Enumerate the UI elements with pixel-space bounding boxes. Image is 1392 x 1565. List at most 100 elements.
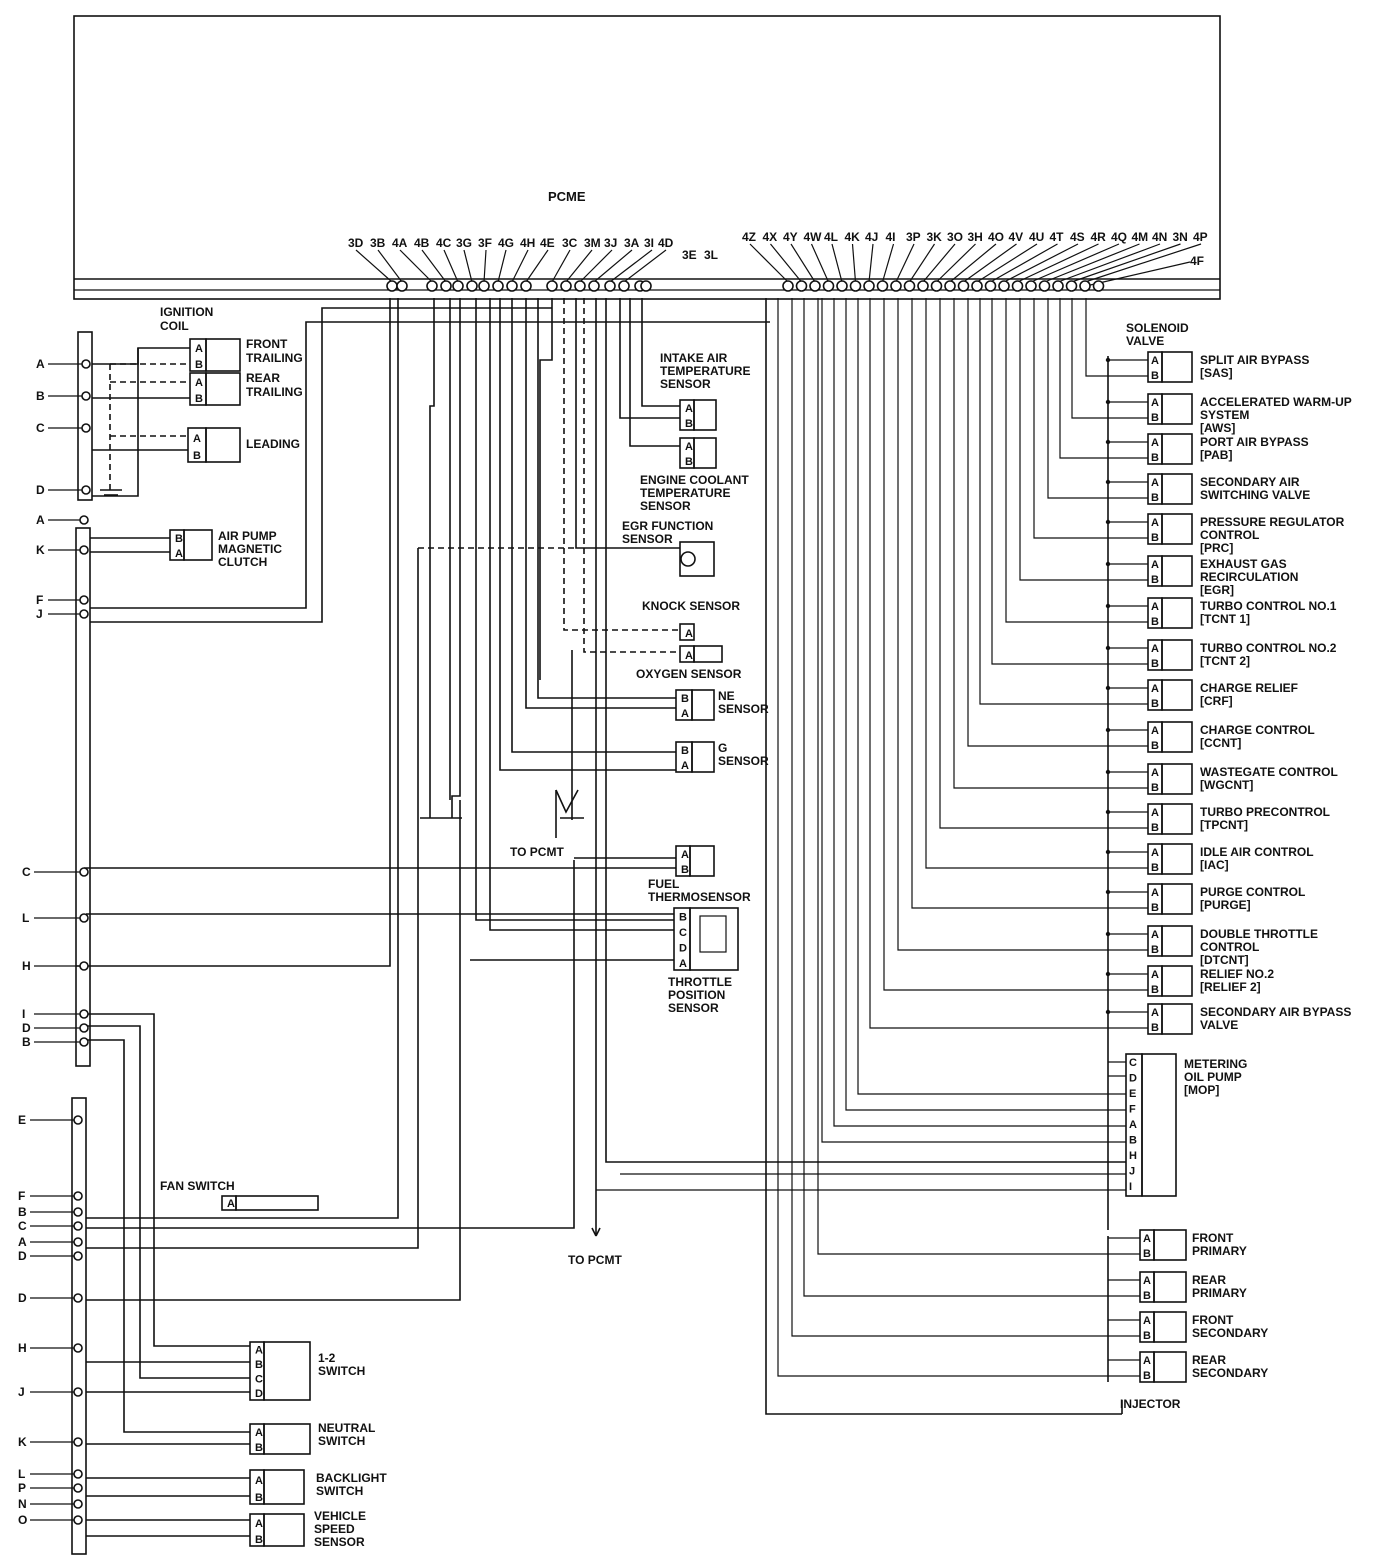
pin-label-4I: 4I — [886, 230, 896, 244]
solenoid-pin-a: A — [1151, 477, 1159, 489]
pin-label-4Z: 4Z — [742, 230, 756, 244]
solenoid-name-15-line: RELIEF NO.2 — [1200, 967, 1274, 981]
mop-pin-E: E — [1129, 1088, 1136, 1100]
egr-function-sensor — [679, 541, 715, 577]
pin-label-3H: 3H — [968, 230, 983, 244]
connector-pin-D: D — [18, 1291, 27, 1305]
pin-label-3N: 3N — [1173, 230, 1188, 244]
pin-label-3D: 3D — [348, 236, 364, 250]
solenoid-name-2-line: PORT AIR BYPASS — [1200, 435, 1309, 449]
solenoid-pin-b: B — [1151, 370, 1159, 382]
solenoid-pin-a: A — [1151, 929, 1159, 941]
box-pin-B: B — [255, 1534, 263, 1546]
injector-name-3-line: REAR — [1192, 1353, 1226, 1367]
svg-text:LEADING: LEADING — [246, 437, 300, 451]
coolant-label-line: SENSOR — [640, 499, 691, 513]
connector-pin-D: D — [18, 1249, 27, 1263]
pin-label-4Y: 4Y — [783, 230, 798, 244]
connector-pin-L: L — [18, 1467, 25, 1481]
solenoid-name-4-line: PRESSURE REGULATOR — [1200, 515, 1345, 529]
box-pin-B: B — [255, 1442, 263, 1454]
box-pin-B: B — [681, 693, 689, 705]
connector-pin-A: A — [36, 357, 45, 371]
pin-label-3O: 3O — [947, 230, 963, 244]
connector-pin-K: K — [36, 543, 45, 557]
solenoid-name-10-line: WASTEGATE CONTROL — [1200, 765, 1338, 779]
solenoid-title-1: SOLENOID — [1126, 321, 1189, 335]
solenoid-code-8: [CRF] — [1200, 694, 1233, 708]
box-pin-B: B — [255, 1492, 263, 1504]
connector-pin-N: N — [18, 1497, 27, 1511]
pin-label-4U: 4U — [1029, 230, 1044, 244]
pin-label-4G: 4G — [498, 236, 514, 250]
solenoid-name-13-line: PURGE CONTROL — [1200, 885, 1305, 899]
pin-label-4M: 4M — [1132, 230, 1149, 244]
injector-pin-a: A — [1143, 1275, 1151, 1287]
injector-name-2-line: SECONDARY — [1192, 1326, 1268, 1340]
box-pin-A: A — [685, 441, 693, 453]
solenoid-pin-a: A — [1151, 1007, 1159, 1019]
connector-pin-H: H — [22, 959, 31, 973]
solenoid-name-3-line: SWITCHING VALVE — [1200, 488, 1310, 502]
solenoid-pin-b: B — [1151, 658, 1159, 670]
connector-pin-E: E — [18, 1113, 26, 1127]
pin-label-4W: 4W — [804, 230, 823, 244]
solenoid-pin-a: A — [1151, 517, 1159, 529]
g-sensor-label-line: SENSOR — [718, 754, 769, 768]
ne-sensor-label-line: SENSOR — [718, 702, 769, 716]
solenoid-code-11: [TPCNT] — [1200, 818, 1248, 832]
box-pin-B: B — [195, 359, 203, 371]
connector-pin-D: D — [22, 1021, 31, 1035]
throttle-label-line: THROTTLE — [668, 975, 732, 989]
mop-name-line: OIL PUMP — [1184, 1070, 1242, 1084]
backlight-switch-label-line: SWITCH — [316, 1484, 363, 1498]
solenoid-code-12: [IAC] — [1200, 858, 1229, 872]
pin-label-4F: 4F — [1190, 254, 1204, 268]
pin-label-3P: 3P — [906, 230, 921, 244]
svg-text:TRAILING: TRAILING — [246, 385, 303, 399]
vehicle-speed-label-line: SENSOR — [314, 1535, 365, 1549]
pin-label-3E: 3E — [682, 248, 697, 262]
box-pin-C: C — [679, 927, 687, 939]
box-pin-B: B — [685, 456, 693, 468]
solenoid-pin-a: A — [1151, 559, 1159, 571]
vehicle-speed-label-line: VEHICLE — [314, 1509, 366, 1523]
box-pin-A: A — [255, 1427, 263, 1439]
box-pin-A: A — [175, 548, 183, 560]
solenoid-pin-b: B — [1151, 452, 1159, 464]
solenoid-pin-a: A — [1151, 767, 1159, 779]
connector-pin-C: C — [18, 1219, 27, 1233]
solenoid-name-1-line: ACCELERATED WARM-UP — [1200, 395, 1352, 409]
solenoid-name-5-line: EXHAUST GAS — [1200, 557, 1287, 571]
pin-label-4S: 4S — [1070, 230, 1085, 244]
mop-name-line: METERING — [1184, 1057, 1247, 1071]
solenoid-pin-b: B — [1151, 984, 1159, 996]
solenoid-name-16-line: SECONDARY AIR BYPASS — [1200, 1005, 1351, 1019]
pin-label-4L: 4L — [824, 230, 838, 244]
connector-pin-F: F — [36, 593, 43, 607]
connector-pin-A: A — [36, 513, 45, 527]
pin-label-4J: 4J — [865, 230, 878, 244]
connector-pin-I: I — [22, 1007, 25, 1021]
solenoid-name-14-line: DOUBLE THROTTLE — [1200, 927, 1318, 941]
solenoid-name-16-line: VALVE — [1200, 1018, 1238, 1032]
solenoid-pin-a: A — [1151, 643, 1159, 655]
box-pin-A: A — [679, 958, 687, 970]
coolant-label-line: ENGINE COOLANT — [640, 473, 749, 487]
neutral-switch-label-line: SWITCH — [318, 1434, 365, 1448]
solenoid-name-5-line: RECIRCULATION — [1200, 570, 1298, 584]
box-pin-B: B — [679, 912, 687, 924]
throttle-label-line: SENSOR — [668, 1001, 719, 1015]
solenoid-code-2: [PAB] — [1200, 448, 1232, 462]
connector-pin-F: F — [18, 1189, 25, 1203]
ne-sensor-label-line: NE — [718, 689, 735, 703]
solenoid-pin-b: B — [1151, 862, 1159, 874]
switch-12-label-line: 1-2 — [318, 1351, 336, 1365]
pin-label-4Q: 4Q — [1111, 230, 1127, 244]
solenoid-name-12-line: IDLE AIR CONTROL — [1200, 845, 1314, 859]
solenoid-name-7-line: TURBO CONTROL NO.2 — [1200, 641, 1337, 655]
injector-pin-a: A — [1143, 1315, 1151, 1327]
box-pin-A: A — [255, 1475, 263, 1487]
solenoid-name-4-line: CONTROL — [1200, 528, 1259, 542]
